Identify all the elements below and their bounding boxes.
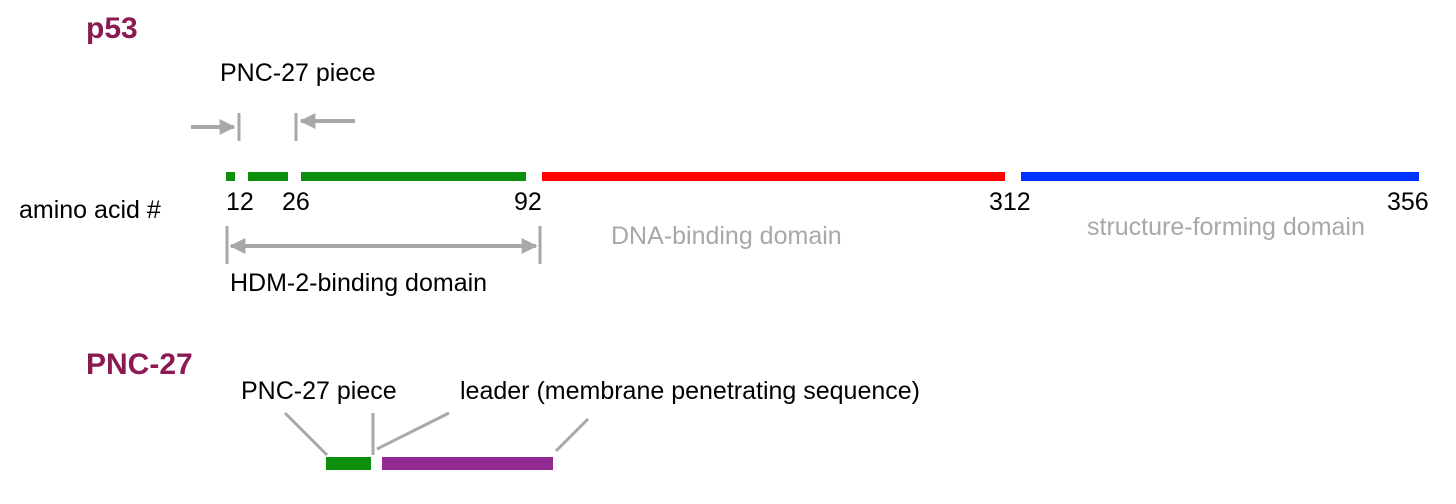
bar-pnc27-piece xyxy=(326,457,371,470)
pnc27-piece-label-top: PNC-27 piece xyxy=(220,59,376,87)
amino-acid-label: amino acid # xyxy=(19,196,161,224)
pnc27-piece-label-bottom: PNC-27 piece xyxy=(241,377,397,405)
hdm2-domain-label: HDM-2-binding domain xyxy=(230,269,488,297)
bar-green-segment-3 xyxy=(301,172,526,181)
structure-domain-label: structure-forming domain xyxy=(1087,213,1365,241)
p53-title: p53 xyxy=(86,12,138,45)
callout-piece-left xyxy=(283,411,329,457)
position-356: 356 xyxy=(1387,188,1429,216)
callout-leader-right xyxy=(554,417,590,453)
callout-leader-left xyxy=(376,411,450,451)
bar-green-segment-1 xyxy=(226,172,235,181)
bar-green-segment-2 xyxy=(248,172,288,181)
pnc27-title: PNC-27 xyxy=(86,348,193,381)
bar-blue-structure-forming xyxy=(1021,172,1419,181)
position-12: 12 xyxy=(226,188,254,216)
position-312: 312 xyxy=(989,188,1031,216)
dna-domain-label: DNA-binding domain xyxy=(611,222,842,250)
leader-label: leader (membrane penetrating sequence) xyxy=(460,377,920,405)
bar-red-dna-binding xyxy=(542,172,1005,181)
position-92: 92 xyxy=(514,188,542,216)
position-26: 26 xyxy=(282,188,310,216)
bar-leader xyxy=(382,457,553,470)
